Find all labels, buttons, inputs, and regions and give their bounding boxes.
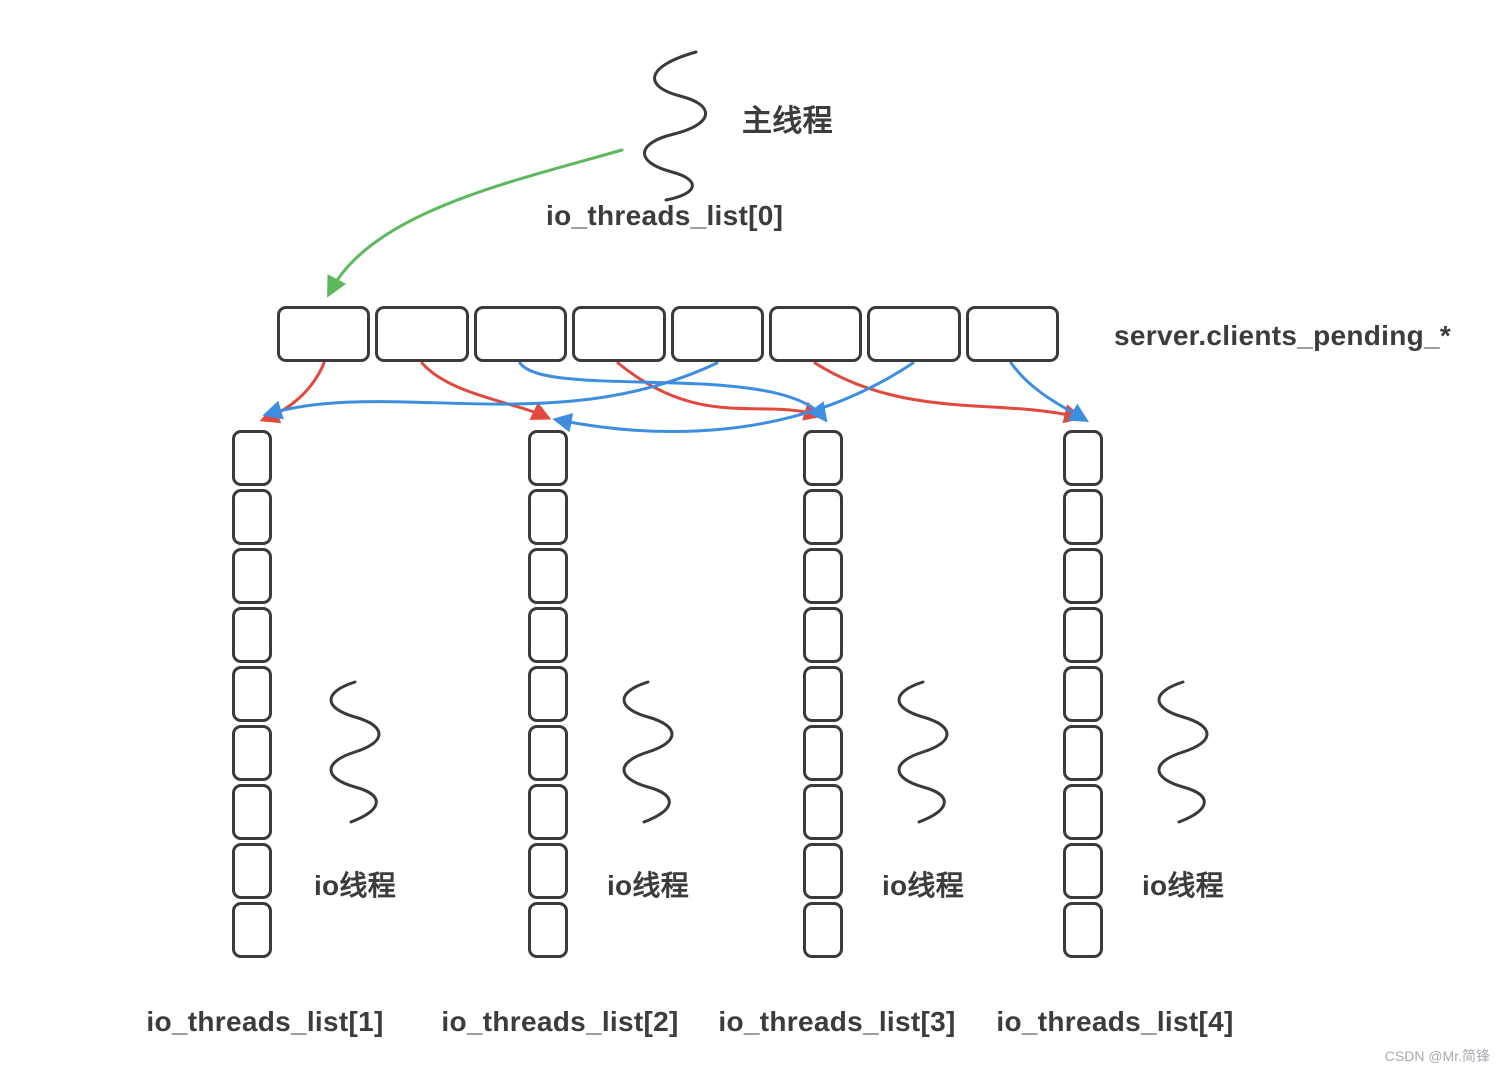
io-queue bbox=[528, 430, 568, 958]
pending-cell bbox=[867, 306, 961, 362]
queue-cell bbox=[803, 489, 843, 545]
queue-cell bbox=[803, 902, 843, 958]
io-thread-squiggle-icon bbox=[897, 680, 949, 824]
pending-cell bbox=[768, 306, 863, 362]
io-queue bbox=[1063, 430, 1103, 958]
queue-cell bbox=[1063, 725, 1103, 781]
queue-cell bbox=[1063, 607, 1103, 663]
queue-cell bbox=[1063, 843, 1103, 899]
watermark: CSDN @Mr.简锋 bbox=[1384, 1048, 1490, 1064]
blue-arrow bbox=[552, 361, 915, 434]
blue-arrow bbox=[518, 361, 828, 423]
io-thread-label: io线程 bbox=[606, 870, 690, 901]
io-threads-list-4-label: io_threads_list[4] bbox=[996, 1006, 1234, 1037]
queue-cell bbox=[232, 784, 272, 840]
pending-array-label: server.clients_pending_* bbox=[1114, 320, 1452, 351]
queue-cell bbox=[232, 489, 272, 545]
queue-cell bbox=[803, 548, 843, 604]
queue-cell bbox=[528, 784, 568, 840]
pending-cell bbox=[670, 306, 764, 362]
io-queue bbox=[232, 430, 272, 958]
queue-cell bbox=[528, 607, 568, 663]
queue-cell bbox=[528, 489, 568, 545]
red-arrow bbox=[259, 361, 326, 424]
blue-arrow bbox=[1009, 361, 1090, 422]
io-thread-label: io线程 bbox=[313, 870, 397, 901]
red-arrow bbox=[616, 361, 824, 421]
io-thread-label: io线程 bbox=[881, 870, 965, 901]
queue-cell bbox=[803, 784, 843, 840]
queue-cell bbox=[803, 607, 843, 663]
queue-cell bbox=[803, 666, 843, 722]
red-arrows bbox=[259, 361, 1084, 424]
pending-cell bbox=[473, 306, 568, 362]
blue-arrow bbox=[262, 361, 719, 420]
queue-cell bbox=[1063, 489, 1103, 545]
pending-cell bbox=[375, 306, 469, 362]
queue-cell bbox=[528, 548, 568, 604]
io-threads-list-0-label: io_threads_list[0] bbox=[546, 200, 784, 231]
main-thread-label: 主线程 bbox=[742, 105, 833, 138]
queue-cell bbox=[803, 843, 843, 899]
io-queue bbox=[803, 430, 843, 958]
queue-cell bbox=[528, 725, 568, 781]
queue-cell bbox=[232, 843, 272, 899]
io-thread-label: io线程 bbox=[1141, 870, 1225, 901]
pending-cell bbox=[277, 306, 371, 362]
io-threads-list-1-label: io_threads_list[1] bbox=[146, 1006, 384, 1037]
queue-cell bbox=[803, 430, 843, 486]
queue-cell bbox=[1063, 548, 1103, 604]
queue-cell bbox=[1063, 784, 1103, 840]
queue-cell bbox=[528, 843, 568, 899]
pending-array bbox=[277, 306, 1059, 362]
queue-cell bbox=[528, 902, 568, 958]
queue-cell bbox=[528, 666, 568, 722]
red-arrow bbox=[420, 361, 552, 420]
pending-cell bbox=[572, 306, 666, 362]
queue-cell bbox=[528, 430, 568, 486]
queue-cell bbox=[803, 725, 843, 781]
io-threads-list-3-label: io_threads_list[3] bbox=[718, 1006, 956, 1037]
queue-cell bbox=[232, 666, 272, 722]
io-threads-list-2-label: io_threads_list[2] bbox=[441, 1006, 679, 1037]
queue-cell bbox=[232, 902, 272, 958]
blue-arrows bbox=[262, 361, 1090, 434]
io-thread-squiggle-icon bbox=[329, 680, 381, 824]
io-thread-squiggle-icon bbox=[1157, 680, 1209, 824]
pending-cell bbox=[965, 306, 1059, 362]
queue-cell bbox=[232, 430, 272, 486]
io-thread-squiggle-icon bbox=[622, 680, 674, 824]
queue-cell bbox=[1063, 666, 1103, 722]
red-arrow bbox=[813, 361, 1084, 424]
queue-cell bbox=[1063, 430, 1103, 486]
queue-cell bbox=[232, 548, 272, 604]
queue-cell bbox=[232, 607, 272, 663]
queue-cell bbox=[232, 725, 272, 781]
main-thread-squiggle-icon bbox=[643, 50, 707, 202]
queue-cell bbox=[1063, 902, 1103, 958]
